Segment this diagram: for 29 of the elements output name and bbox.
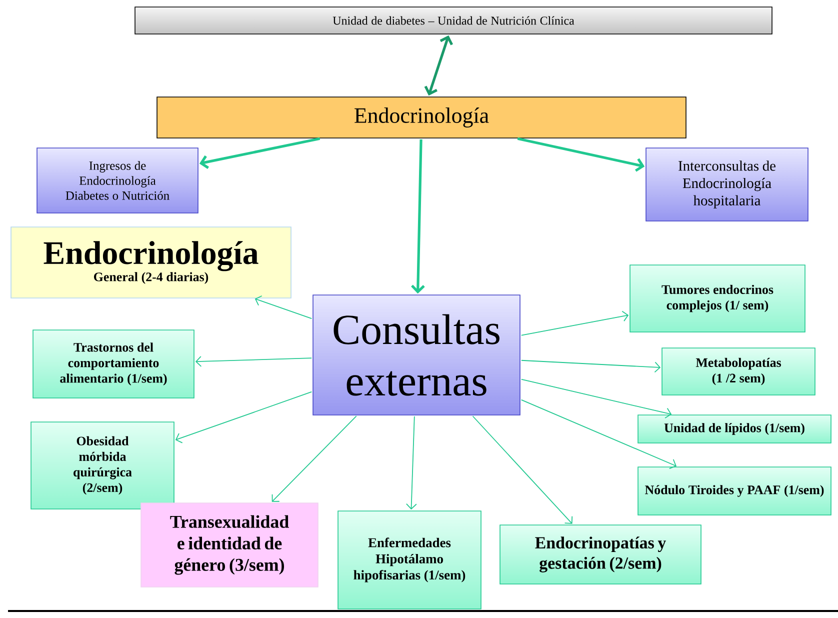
arrow [411,139,425,294]
service-box: Ingresos de Endocrinología Diabetes o Nutrición [36,148,198,214]
arrow [406,416,417,510]
arrow [517,137,645,172]
arrow [520,399,677,470]
clinic-box: Transexualidad e identidad de género (3/sem) [140,502,318,588]
clinic-box: Endocrinopatías y gestación (2/sem) [500,524,702,584]
arrow [195,356,312,367]
arrow [472,416,573,524]
arrow [175,391,312,444]
clinic-box: Obesidad mórbida quirúrgica (2/sem) [30,422,174,510]
arrow [199,137,320,169]
header-box: Unidad de diabetes – Unidad de Nutrición Clínica [134,6,772,34]
arrow [254,295,312,319]
service-box: Interconsultas de Endocrinología hospitalaria [646,148,808,222]
arrow [520,378,672,418]
clinic-box: Trastornos del comportamiento alimentario (1/sem) [32,330,194,398]
clinic-box: Tumores endocrinos complejos (1/ sem) [630,264,806,332]
arrow [520,360,661,373]
clinic-box: Nódulo Tiroides y PAAF (1/sem) [638,466,832,516]
arrow [272,416,357,502]
clinic-box: Metabolopatías (1 /2 sem) [662,348,816,396]
clinic-box: Enfermedades Hipotálamo hipofisarias (1/sem) [338,510,482,610]
arrow [520,310,629,336]
service-box: Endocrinología General (2-4 diarias) [10,226,292,298]
department-box: Endocrinología [156,96,686,138]
arrow [424,35,454,96]
service-box: Consultas externas [312,294,520,416]
clinic-box: Unidad de lípidos (1/sem) [638,414,832,444]
